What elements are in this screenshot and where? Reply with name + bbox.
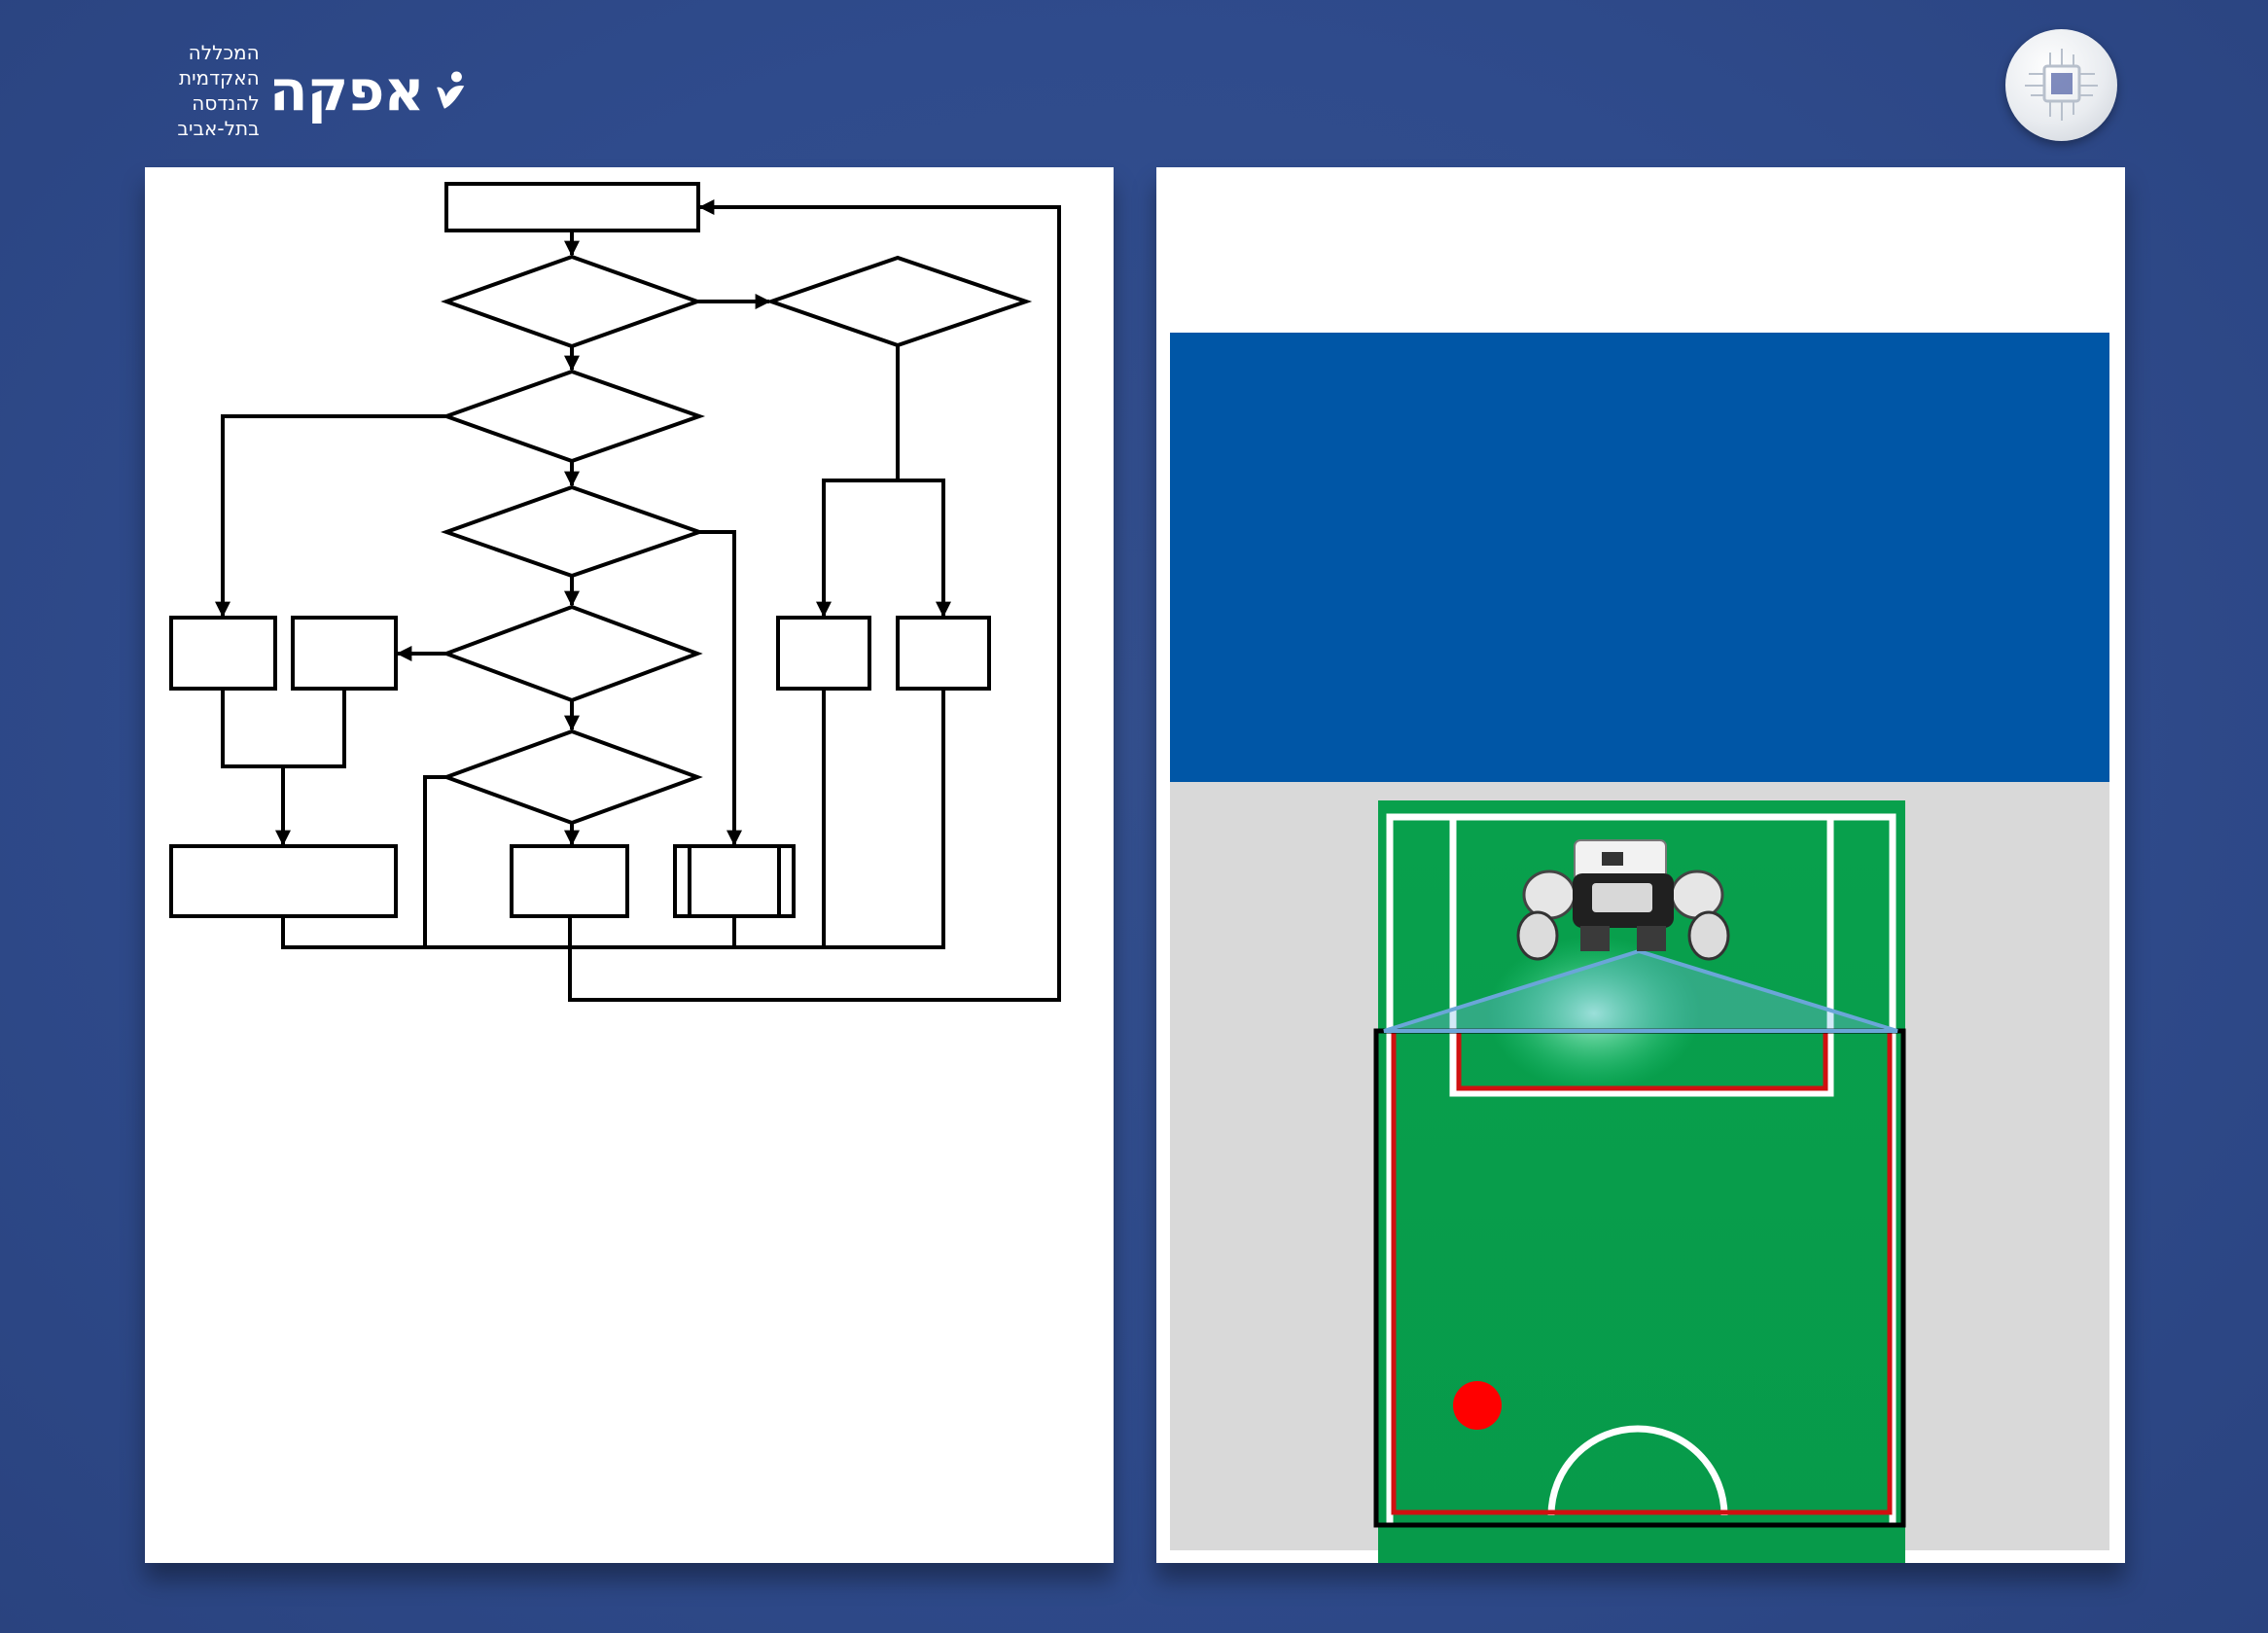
flowchart xyxy=(169,182,1061,1002)
microchip-badge xyxy=(2005,29,2117,141)
flowchart-panel xyxy=(145,167,1114,1563)
afeka-figure-icon xyxy=(436,71,464,109)
field-outer-line xyxy=(1386,813,1896,1523)
flow-connector xyxy=(898,479,951,618)
soccer-field-figure xyxy=(1373,800,1906,1563)
red-goal-boundary xyxy=(1456,1031,1828,1091)
flow-box-right-a xyxy=(776,616,871,691)
logo-subtitle: המכללה האקדמית להנדסה בתל-אביב xyxy=(136,40,260,141)
camera-fov-cone xyxy=(1383,948,1898,1033)
flow-decision-3 xyxy=(440,484,706,579)
ball xyxy=(1453,1381,1502,1430)
flow-decision-side xyxy=(764,255,1033,348)
flow-decision-1 xyxy=(441,254,703,349)
flow-box-left-a xyxy=(169,616,277,691)
robot xyxy=(1516,839,1730,961)
flow-connector xyxy=(699,530,742,846)
flow-connector xyxy=(816,345,900,618)
flow-box-left-b xyxy=(291,616,398,691)
field-panel xyxy=(1156,167,2125,1563)
flow-subprocess-box xyxy=(673,844,796,918)
afeka-logo: אפקה המכללה האקדמית להנדסה בתל-אביב xyxy=(136,41,467,140)
flow-connector xyxy=(215,414,446,618)
flow-connector xyxy=(221,689,346,768)
logo-wordmark: אפקה xyxy=(268,57,425,124)
center-circle-arc xyxy=(1547,1425,1728,1516)
light-glare xyxy=(1487,936,1701,1091)
flow-connector xyxy=(423,775,446,947)
flow-decision-5 xyxy=(441,728,703,826)
goal-area-line xyxy=(1449,817,1834,1097)
flow-box-bottom-mid xyxy=(510,844,629,918)
logo-subtitle-line1: המכללה האקדמית xyxy=(178,41,260,89)
red-field-boundary xyxy=(1391,1031,1893,1515)
blue-title-block xyxy=(1170,333,2109,782)
flow-connector xyxy=(281,689,945,949)
flow-decision-4 xyxy=(441,604,703,703)
flow-box-bottom-wide xyxy=(169,844,398,918)
flow-box-right-b xyxy=(896,616,991,691)
flow-decision-2 xyxy=(441,369,706,464)
flow-loop-back xyxy=(568,199,1061,1002)
logo-subtitle-line2: להנדסה בתל-אביב xyxy=(177,91,260,140)
flow-start-box xyxy=(444,182,700,232)
microchip-icon xyxy=(2025,49,2098,121)
